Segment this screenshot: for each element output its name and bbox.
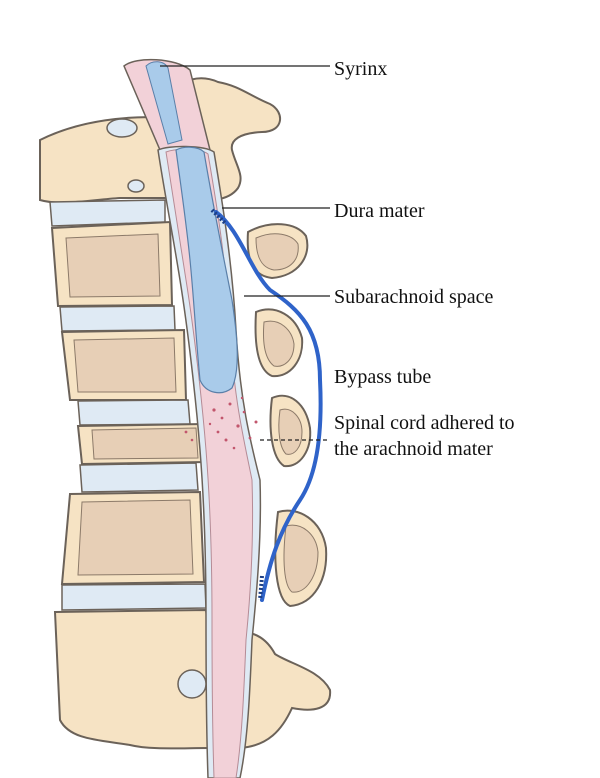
label-bypass-tube: Bypass tube — [334, 366, 432, 388]
bypass-tube — [210, 208, 323, 602]
bypass-tube-path — [214, 210, 323, 602]
adhesion-speckles — [184, 396, 258, 450]
bypass-tube-tip-top — [210, 208, 228, 226]
lamina-4-core — [283, 524, 319, 593]
disc-5 — [61, 583, 207, 611]
lamina-1-core — [255, 233, 299, 271]
label-subarachnoid-space: Subarachnoid space — [334, 286, 494, 308]
disc-2 — [59, 305, 176, 332]
disc-4 — [79, 462, 199, 493]
lower-foramen — [177, 669, 207, 699]
label-spinal-cord-adhered: Spinal cord adhered to the arachnoid mat… — [334, 410, 515, 462]
disc-3 — [77, 399, 191, 426]
label-syrinx: Syrinx — [334, 58, 388, 80]
leader-lines — [160, 65, 330, 441]
syrinx-cavity — [175, 146, 238, 394]
label-dura-mater: Dura mater — [334, 200, 425, 222]
spinal-canal — [123, 58, 262, 778]
vertebra-core-3 — [91, 427, 199, 460]
disc-1 — [49, 199, 166, 227]
syrinx-top — [145, 61, 183, 145]
lamina-2-core — [263, 320, 295, 367]
label-spinal-cord-line1: Spinal cord adhered to — [334, 412, 515, 434]
vertebral-column — [39, 77, 332, 750]
vertebra-core-2 — [73, 337, 177, 393]
vertebra-core-4 — [77, 499, 194, 576]
upper-foramen — [106, 118, 138, 138]
label-spinal-cord-line2: the arachnoid mater — [334, 438, 493, 460]
lamina-3-core — [278, 408, 303, 455]
upper-foramen-small — [127, 179, 145, 193]
vertebra-core-1 — [65, 233, 161, 298]
bypass-tube-tip-bottom — [258, 575, 264, 601]
